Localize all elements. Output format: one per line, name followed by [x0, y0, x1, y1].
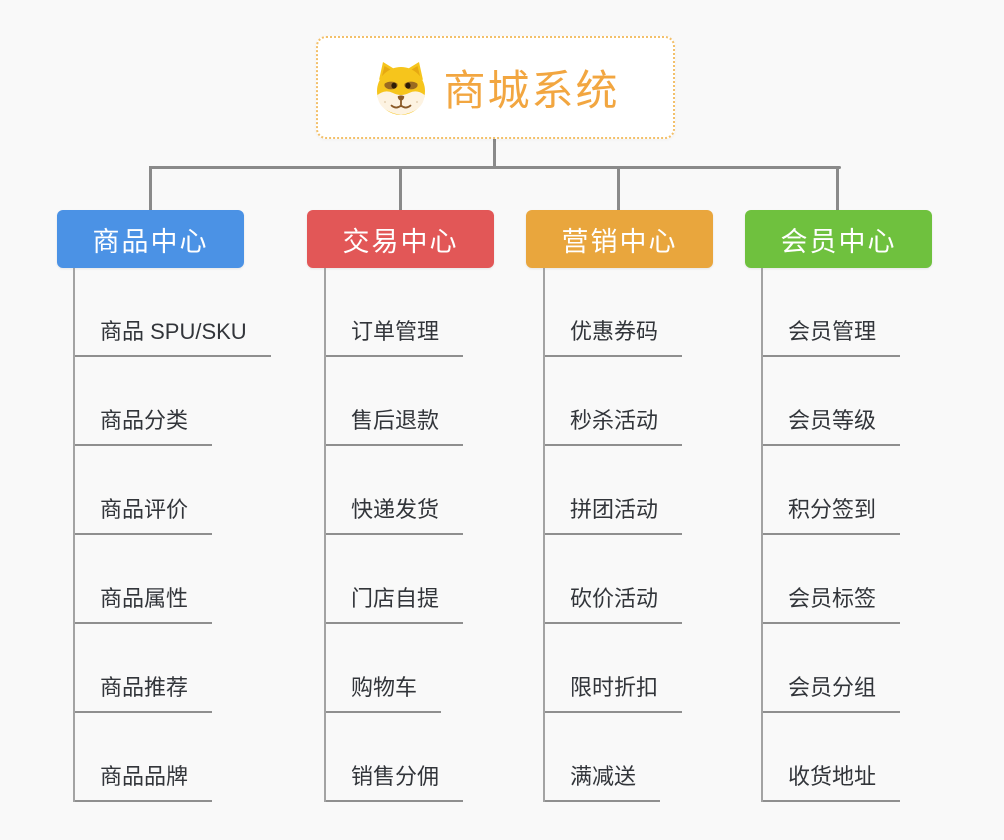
child-topic[interactable]: 商品品牌: [73, 764, 213, 802]
child-topic[interactable]: 购物车: [324, 675, 442, 713]
child-topic[interactable]: 会员分组: [761, 675, 901, 713]
child-topic[interactable]: 优惠券码: [543, 319, 683, 357]
branch-drop-line: [149, 166, 152, 210]
column-trunk-line: [761, 268, 763, 802]
child-topic[interactable]: 商品评价: [73, 497, 213, 535]
column-trunk-line: [543, 268, 545, 802]
column-trunk-line: [324, 268, 326, 802]
branch-drop-line: [399, 166, 402, 210]
root-stem-line: [493, 139, 496, 169]
child-topic[interactable]: 商品属性: [73, 586, 213, 624]
child-topic[interactable]: 砍价活动: [543, 586, 683, 624]
root-title: 商城系统: [443, 67, 620, 114]
child-topic[interactable]: 会员管理: [761, 319, 901, 357]
child-topic[interactable]: 限时折扣: [543, 675, 683, 713]
branch-drop-line: [836, 166, 839, 210]
child-topic[interactable]: 快递发货: [324, 497, 464, 535]
child-topic[interactable]: 售后退款: [324, 408, 464, 446]
shiba-dog-icon: [377, 61, 426, 115]
child-topic[interactable]: 拼团活动: [543, 497, 683, 535]
child-topic[interactable]: 积分签到: [761, 497, 901, 535]
branch-box-marketing-center[interactable]: 营销中心: [526, 210, 713, 268]
child-topic[interactable]: 订单管理: [324, 319, 464, 357]
child-topic[interactable]: 门店自提: [324, 586, 464, 624]
child-topic[interactable]: 商品 SPU/SKU: [73, 319, 271, 357]
child-topic[interactable]: 满减送: [543, 764, 661, 802]
child-topic[interactable]: 销售分佣: [324, 764, 464, 802]
child-topic[interactable]: 秒杀活动: [543, 408, 683, 446]
child-topic[interactable]: 收货地址: [761, 764, 901, 802]
root-node[interactable]: 商城系统: [316, 36, 675, 139]
child-topic[interactable]: 会员等级: [761, 408, 901, 446]
branch-box-product-center[interactable]: 商品中心: [57, 210, 244, 268]
child-topic[interactable]: 商品推荐: [73, 675, 213, 713]
child-topic[interactable]: 会员标签: [761, 586, 901, 624]
branch-box-trade-center[interactable]: 交易中心: [307, 210, 494, 268]
branch-drop-line: [617, 166, 620, 210]
horizontal-connector-line: [149, 166, 841, 169]
child-topic[interactable]: 商品分类: [73, 408, 213, 446]
branch-box-member-center[interactable]: 会员中心: [745, 210, 932, 268]
column-trunk-line: [73, 268, 75, 802]
